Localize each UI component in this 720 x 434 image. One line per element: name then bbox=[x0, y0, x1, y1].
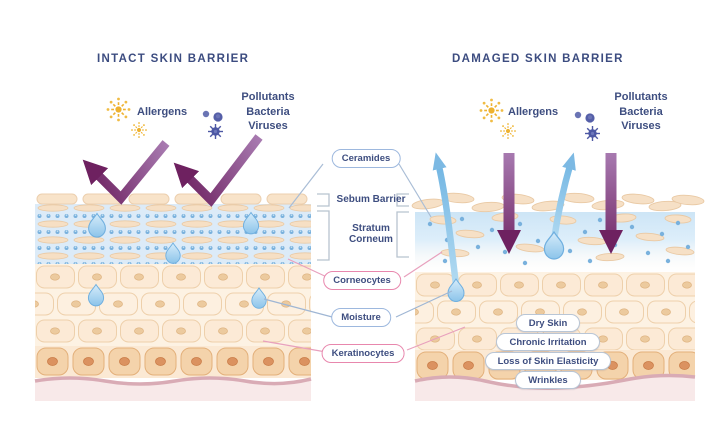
sebum-barrier-label: Sebum Barrier bbox=[336, 194, 406, 205]
left-panel-title: INTACT SKIN BARRIER bbox=[97, 53, 250, 65]
pollen-sun-icon bbox=[131, 122, 147, 138]
deflected-arrow-icon bbox=[82, 134, 263, 207]
viruses-line: Viruses bbox=[248, 120, 288, 132]
moisture-label: Moisture bbox=[331, 308, 391, 327]
pollen-sun-icon bbox=[479, 98, 504, 123]
bacteria-line: Bacteria bbox=[619, 105, 663, 118]
damage-effect-loss-of-skin-elasticity: Loss of Skin Elasticity bbox=[484, 352, 612, 370]
up-arrow-icon bbox=[432, 152, 576, 286]
keratinocytes-label: Keratinocytes bbox=[321, 344, 405, 363]
leader-lines bbox=[262, 163, 466, 353]
bacteria-line: Bacteria bbox=[246, 105, 290, 118]
damage-effect-chronic-irritation: Chronic Irritation bbox=[496, 333, 600, 351]
ceramides-label: Ceramides bbox=[331, 149, 401, 168]
stratum-corneum-label: Stratum Corneum bbox=[349, 223, 393, 245]
intact-skin-cross-section bbox=[34, 192, 312, 401]
damage-effect-wrinkles: Wrinkles bbox=[515, 371, 581, 389]
down-arrow-icon bbox=[497, 153, 623, 254]
pollutants-line: Pollutants bbox=[241, 91, 295, 103]
right-panel-title: DAMAGED SKIN BARRIER bbox=[452, 53, 624, 65]
allergens-label-left: Allergens bbox=[137, 106, 188, 118]
bacteria-dots-icon bbox=[574, 111, 595, 123]
scattered-ceramide-dots bbox=[427, 216, 691, 266]
pollen-sun-icon bbox=[106, 97, 131, 122]
allergens-label-right: Allergens bbox=[508, 106, 559, 118]
pollen-sun-icon bbox=[500, 123, 516, 139]
viruses-line: Viruses bbox=[621, 120, 661, 132]
virus-icon bbox=[208, 124, 223, 139]
layer-brackets bbox=[317, 193, 409, 261]
damage-effects-list: Dry Skin Chronic Irritation Loss of Skin… bbox=[418, 314, 678, 389]
pollutants-line: Pollutants bbox=[614, 91, 668, 103]
pollutants-legend-left: Pollutants Bacteria Viruses bbox=[222, 90, 314, 134]
bacteria-dots-icon bbox=[202, 110, 223, 122]
damage-effect-dry-skin: Dry Skin bbox=[515, 314, 581, 332]
virus-icon bbox=[585, 126, 600, 141]
corneocytes-label: Corneocytes bbox=[323, 271, 401, 290]
pollutants-legend-right: Pollutants Bacteria Viruses bbox=[595, 90, 687, 134]
